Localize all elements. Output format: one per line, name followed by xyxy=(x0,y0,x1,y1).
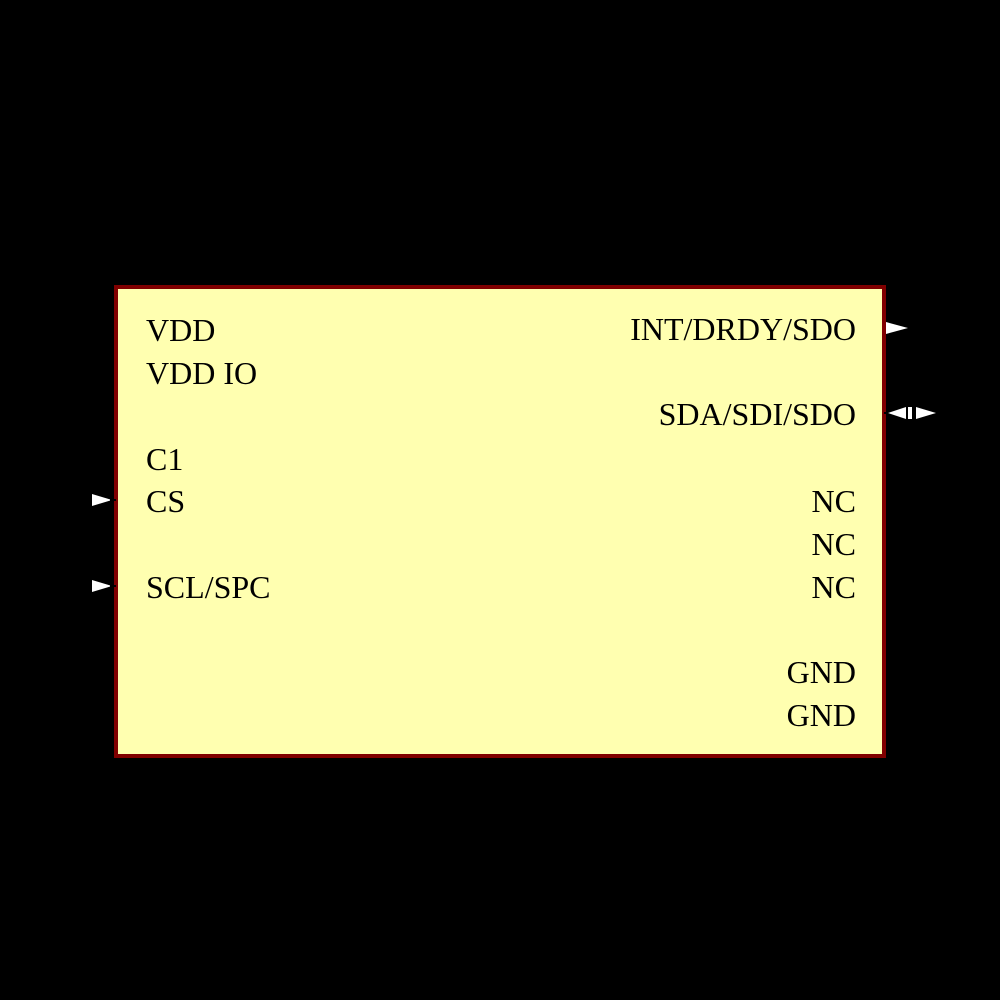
pin-stub-vdd-io xyxy=(108,372,114,374)
input-arrow-icon xyxy=(92,580,116,592)
pin-label-cs: CS xyxy=(146,483,186,519)
pin-stub-nc-1 xyxy=(886,500,892,502)
pin-stub-c1 xyxy=(108,458,114,460)
pin-label-nc-3: NC xyxy=(811,569,856,605)
pin-label-c1: C1 xyxy=(146,441,184,477)
pin-label-vdd: VDD xyxy=(146,312,216,348)
pin-label-nc-2: NC xyxy=(811,526,856,562)
pin-label-scl-spc: SCL/SPC xyxy=(146,569,271,605)
pin-label-gnd-2: GND xyxy=(786,697,856,733)
pin-stub-gnd-1 xyxy=(886,671,892,673)
pin-label-gnd-1: GND xyxy=(786,654,856,690)
output-arrow-icon xyxy=(886,322,908,334)
component-body xyxy=(114,285,886,758)
pin-stub-gnd-2 xyxy=(886,714,892,716)
pin-stub-vdd xyxy=(108,329,114,331)
input-arrow-icon xyxy=(92,494,116,506)
pin-label-sda-sdi-sdo: SDA/SDI/SDO xyxy=(658,396,856,432)
pin-label-nc-1: NC xyxy=(811,483,856,519)
pin-stub-nc-2 xyxy=(886,543,892,545)
pin-label-int-drdy-sdo: INT/DRDY/SDO xyxy=(630,311,856,347)
pin-stub-nc-3 xyxy=(886,586,892,588)
bidirectional-arrow-icon xyxy=(884,407,936,419)
pin-label-vdd-io: VDD IO xyxy=(146,355,258,391)
